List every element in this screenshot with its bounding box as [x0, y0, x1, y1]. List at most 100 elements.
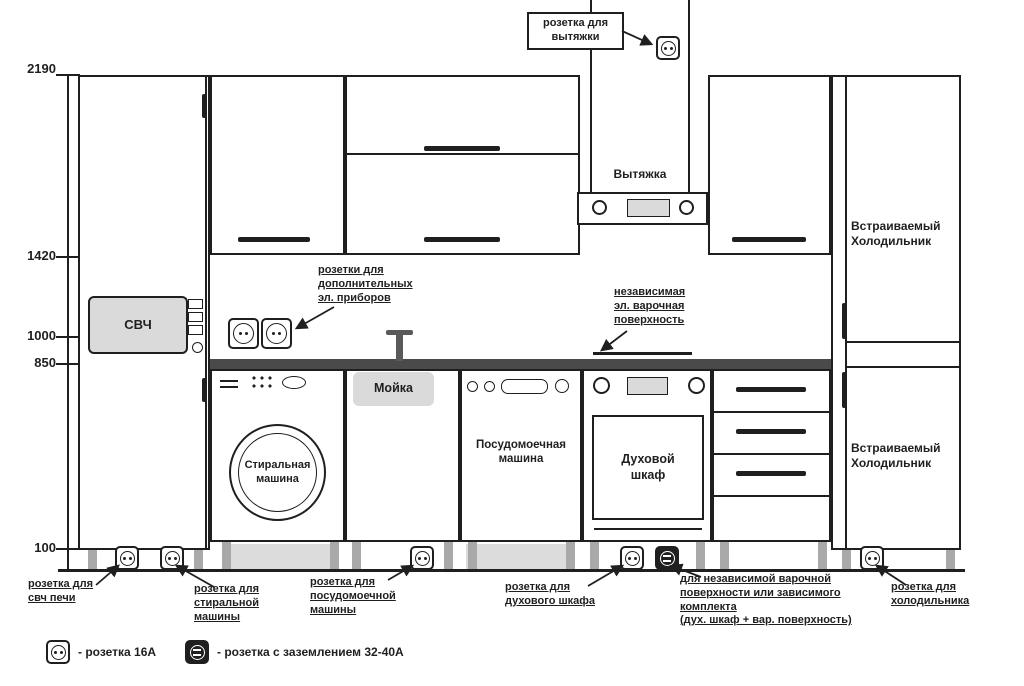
hood-socket-icon: [656, 36, 680, 60]
drawer-handle: [736, 387, 806, 392]
oven-knob-left: [593, 377, 610, 394]
cabinet-handle: [202, 94, 206, 118]
cabinet-handle: [424, 237, 500, 242]
leader-hood-socket: [621, 30, 654, 46]
hood-socket-callout-box: розетка для вытяжки: [527, 12, 624, 50]
oven-socket-callout: розетка для духового шкафа: [505, 581, 596, 607]
dishwasher-label: Посудомоечная машина: [475, 439, 567, 466]
extra-socket-icon-1: [228, 318, 259, 349]
hood-duct-left-line: [590, 0, 592, 192]
cabinet-foot: [222, 542, 231, 570]
cabinet-foot: [818, 542, 827, 570]
drawer-divider: [712, 411, 831, 413]
fridge-split-line-2: [845, 366, 961, 368]
dim-tick-1000: [56, 336, 80, 338]
dishwasher-plinth: [466, 544, 570, 570]
cooktop-callout: независимая эл. варочная поверхность: [614, 286, 686, 326]
microwave-control-button: [188, 325, 203, 335]
dim-label-850: 850: [34, 355, 56, 370]
cabinet-foot: [842, 542, 851, 570]
cabinet-handle: [842, 303, 846, 339]
cabinet-foot: [566, 542, 575, 570]
drawer-cabinet: [712, 369, 831, 542]
cabinet-foot: [330, 542, 339, 570]
dim-tick-100: [56, 548, 80, 550]
hood-socket-callout: розетка для вытяжки: [542, 17, 609, 43]
oven-display: [627, 377, 668, 395]
dishwasher-display: [501, 379, 548, 394]
washer-panel-line: [220, 380, 238, 382]
microwave-control-button: [188, 312, 203, 322]
washer-label: Стиральная машина: [244, 458, 311, 485]
hood-lamp-left: [592, 200, 607, 215]
upper-cabinet-2: [345, 75, 580, 255]
dim-label-100: 100: [34, 540, 56, 555]
cooktop-socket-callout: для независимой варочной поверхности или…: [680, 573, 852, 627]
washer-panel-line: [220, 386, 238, 388]
microwave-control-button: [188, 299, 203, 309]
leader-cooktop: [599, 330, 628, 352]
fridge-cabinet-divider: [845, 75, 847, 550]
fridge-lower-label: Встраиваемый Холодильник: [851, 441, 941, 470]
drawer-handle: [736, 471, 806, 476]
cabinet-foot: [946, 542, 955, 570]
washer-plinth: [222, 544, 332, 570]
microwave: СВЧ: [88, 296, 188, 354]
legend-socket-16a-label: - розетка 16А: [78, 645, 157, 659]
cooktop-surface: [593, 352, 692, 355]
fridge-upper-label: Встраиваемый Холодильник: [851, 219, 941, 248]
hood-label: Вытяжка: [613, 167, 667, 181]
microwave-socket-callout: розетка для свч печи: [28, 578, 94, 604]
cabinet-handle: [424, 146, 500, 151]
washer-drum-inner: [238, 433, 317, 512]
cooktop-socket-icon: [655, 546, 679, 570]
cabinet-foot: [444, 542, 453, 570]
cabinet-handle: [238, 237, 310, 242]
dishwasher-button: [484, 381, 495, 392]
sink-label: Мойка: [353, 372, 434, 406]
microwave-socket-icon: [115, 546, 139, 570]
dishwasher-socket-icon: [410, 546, 434, 570]
oven-label: Духовой шкаф: [621, 451, 675, 482]
cabinet-foot: [194, 542, 203, 570]
upper-cabinet-2-divider: [345, 153, 580, 155]
dimension-axis-line: [67, 75, 69, 570]
legend-socket-ground-label: - розетка с заземлением 32-40А: [217, 645, 404, 659]
oven-door: Духовой шкаф: [592, 415, 704, 520]
dim-label-2190: 2190: [27, 61, 56, 76]
oven-drawer-line: [594, 528, 702, 530]
washer-socket-icon: [160, 546, 184, 570]
cabinet-foot: [468, 542, 477, 570]
legend-socket-ground-icon: [185, 640, 209, 664]
cabinet-foot: [352, 542, 361, 570]
drawer-handle: [736, 429, 806, 434]
microwave-label: СВЧ: [124, 316, 152, 332]
dim-label-1420: 1420: [27, 248, 56, 263]
faucet-spout: [386, 330, 413, 335]
oven-knob-right: [688, 377, 705, 394]
leader-extra-sockets: [294, 306, 335, 330]
hood-duct-right-line: [688, 0, 690, 192]
tall-cabinet-left-divider: [205, 75, 207, 550]
cabinet-foot: [696, 542, 705, 570]
floor-line: [58, 569, 965, 572]
faucet-body: [396, 334, 403, 361]
dishwasher-button: [467, 381, 478, 392]
cabinet-foot: [88, 542, 97, 570]
oven-socket-icon: [620, 546, 644, 570]
fridge-split-line-1: [845, 341, 961, 343]
legend-socket-16a-icon: [46, 640, 70, 664]
dim-tick-1420: [56, 256, 80, 258]
washer-dial: [282, 376, 306, 389]
hood-control-panel: [627, 199, 670, 217]
drawer-divider: [712, 495, 831, 497]
cabinet-handle: [732, 237, 806, 242]
fridge-socket-callout: розетка для холодильника: [891, 581, 970, 607]
cabinet-foot: [720, 542, 729, 570]
microwave-control-knob: [192, 342, 203, 353]
extra-sockets-callout: розетки для дополнительных эл. приборов: [318, 264, 413, 304]
drawer-divider: [712, 453, 831, 455]
cabinet-handle: [842, 372, 846, 408]
dim-tick-2190: [56, 74, 80, 76]
